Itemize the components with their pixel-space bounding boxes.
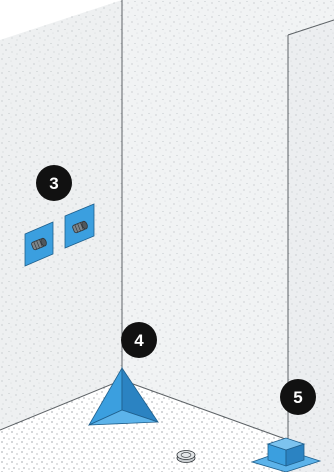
- left-wall-texture: [0, 0, 122, 430]
- step-badge-4: 4: [121, 322, 157, 358]
- step-badge-3: 3: [36, 165, 72, 201]
- badge-label: 4: [134, 331, 144, 350]
- step-badge-5: 5: [280, 379, 316, 415]
- left-wall: [0, 0, 122, 430]
- floor-drain-icon: [177, 451, 195, 463]
- badge-label: 3: [49, 174, 58, 193]
- badge-label: 5: [293, 388, 302, 407]
